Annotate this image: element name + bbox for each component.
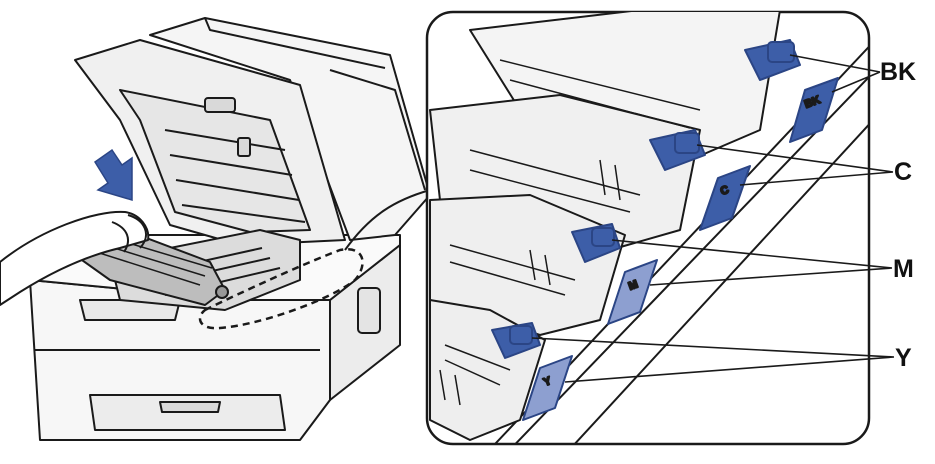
tray-handle <box>159 401 221 413</box>
callout-label-bk: BK <box>880 58 917 86</box>
color-tab-m: M <box>607 259 658 325</box>
hand <box>0 210 150 306</box>
callout-leaders <box>531 54 895 383</box>
lock-lever-c <box>649 129 706 171</box>
callout-label-y: Y <box>895 344 912 372</box>
scanner-hinge <box>329 69 426 191</box>
lock-lever-m <box>571 223 621 263</box>
cover-latch <box>204 97 236 113</box>
printer <box>0 17 431 441</box>
press-down-arrow-icon <box>93 148 133 202</box>
lock-lever-y <box>491 322 541 359</box>
leader-m <box>611 239 893 286</box>
lock-lever-bk <box>744 39 801 81</box>
detail-connector <box>344 189 431 251</box>
leader-c <box>696 144 894 186</box>
side-vent <box>357 287 381 334</box>
callout-label-c: C <box>894 158 913 186</box>
color-tab-c: C <box>699 165 751 231</box>
callout-label-m: M <box>893 255 914 283</box>
cartridge-gear <box>215 285 229 299</box>
led-head <box>169 154 293 176</box>
hand-fingers <box>111 214 147 253</box>
led-head <box>175 179 300 201</box>
cartridge-ribs <box>444 59 701 386</box>
detail-panel: BK C M Y <box>425 10 871 446</box>
led-head <box>164 129 286 151</box>
color-tab-bk: BK <box>789 77 839 143</box>
drum-frame-rail <box>559 79 869 444</box>
detail-highlight <box>198 247 364 330</box>
scanner-edge <box>204 17 386 69</box>
leader-bk <box>789 54 881 93</box>
leader-y <box>531 337 895 383</box>
color-tab-y: Y <box>522 355 573 421</box>
cartridge-vents <box>439 159 621 406</box>
drum-frame-rail <box>499 49 869 444</box>
cover-latch <box>237 137 251 157</box>
led-head <box>181 204 306 223</box>
